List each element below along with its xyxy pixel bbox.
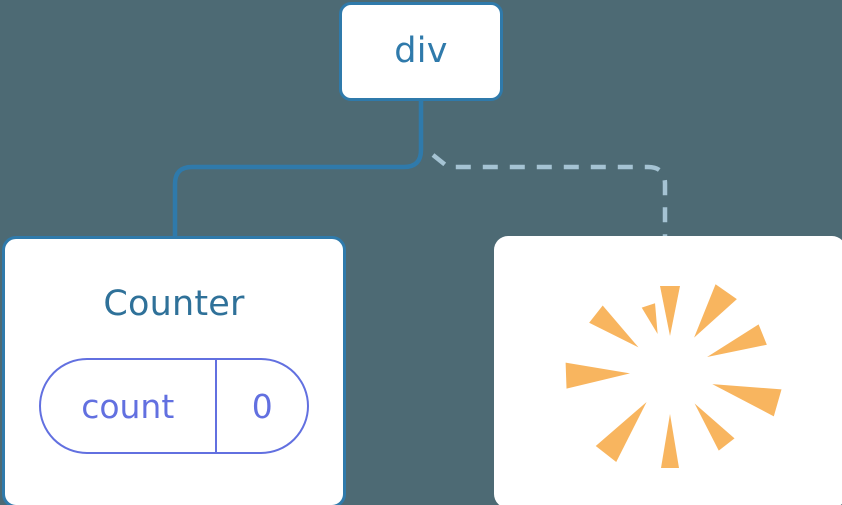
sparkle-ray-6: [661, 414, 679, 468]
sparkle-ray-8: [565, 362, 631, 389]
sparkle-ray-7: [595, 401, 647, 462]
sparkle-ray-10: [641, 303, 658, 334]
node-div-title: div: [394, 31, 448, 71]
sparkle-ray-4: [712, 384, 782, 417]
connector-div-to-sparkle: [431, 153, 668, 238]
sparkle-burst-icon: [494, 236, 842, 505]
sparkle-ray-1: [660, 286, 680, 336]
node-counter-title: Counter: [103, 284, 245, 324]
sparkle-rays-svg: [565, 284, 782, 468]
connector-div-to-counter: [172, 98, 424, 241]
sparkle-ray-2: [694, 284, 737, 338]
node-counter[interactable]: Counter count 0: [2, 236, 346, 505]
sparkle-ray-9: [589, 305, 639, 348]
node-sparkle[interactable]: [494, 236, 842, 505]
state-key-label: count: [81, 386, 175, 426]
state-pill-count[interactable]: count 0: [38, 358, 310, 454]
sparkle-ray-5: [694, 403, 735, 451]
node-div[interactable]: div: [339, 2, 503, 101]
state-pill-divider: [214, 360, 218, 452]
state-value-label: 0: [251, 386, 273, 426]
sparkle-ray-3: [707, 324, 767, 358]
